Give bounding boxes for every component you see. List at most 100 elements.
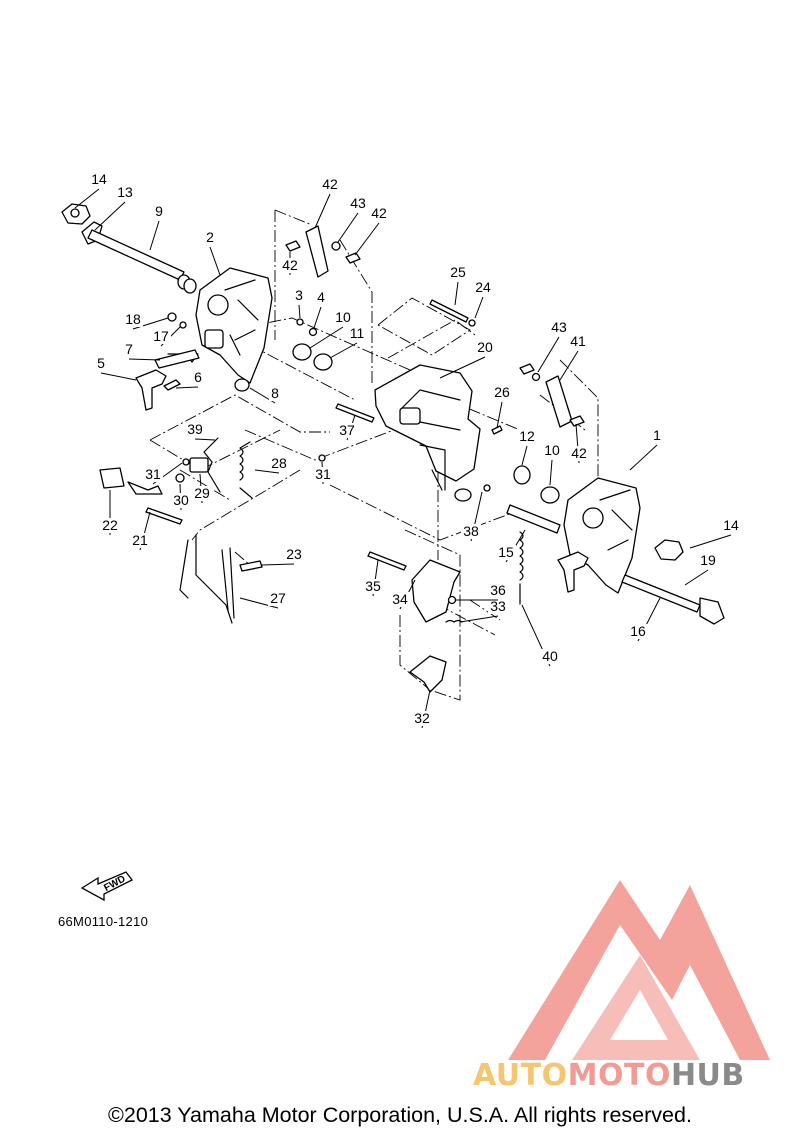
leader-line — [239, 597, 279, 609]
part-number-backing — [315, 290, 327, 305]
part-number-backing — [284, 547, 304, 562]
leader-line — [209, 246, 221, 276]
part-number-label: 2 — [206, 229, 214, 245]
watermark-brand-auto: AUTO — [473, 1058, 568, 1093]
part-number-backing — [542, 443, 562, 458]
part-number-label: 11 — [350, 325, 365, 341]
leader-line — [298, 304, 301, 319]
part-number-label: 29 — [194, 485, 210, 501]
part-number-backing — [628, 624, 648, 639]
leader-line — [454, 281, 459, 306]
leader-line — [496, 401, 503, 429]
leader-line — [559, 350, 579, 381]
part-number-backing — [569, 446, 589, 461]
part-number-backing — [337, 423, 357, 438]
leader-line — [329, 342, 358, 359]
part-number-backing — [540, 649, 560, 664]
part-number-backing — [461, 524, 481, 539]
part-number-backing — [488, 583, 508, 598]
leader-line — [337, 212, 359, 243]
part-number-label: 31 — [315, 466, 331, 482]
part-number-backing — [412, 711, 432, 726]
part-number-backing — [204, 230, 216, 245]
watermark-brand-moto: MOTO — [567, 1058, 671, 1093]
part-number-label: 25 — [450, 264, 466, 280]
leader-line — [94, 201, 126, 231]
part-number-backing — [123, 342, 135, 357]
part-number-backing — [320, 177, 340, 192]
part-number-backing — [115, 185, 135, 200]
part-number-label: 43 — [350, 195, 366, 211]
part-number-label: 42 — [282, 257, 298, 273]
leader-line — [439, 356, 486, 379]
part-number-backing — [269, 386, 281, 401]
leader-line — [175, 386, 199, 389]
part-number-backing — [151, 329, 171, 344]
leader-line — [100, 372, 137, 381]
part-number-backing — [568, 334, 588, 349]
leader-line — [261, 563, 295, 566]
fwd-label: FWD — [102, 874, 127, 894]
leader-line — [537, 336, 560, 373]
part-number-label: 37 — [339, 422, 355, 438]
part-number-backing — [95, 356, 107, 371]
part-number-label: 28 — [271, 455, 287, 471]
part-number-backing — [89, 172, 109, 187]
leader-line — [74, 188, 100, 209]
part-number-backing — [333, 310, 353, 325]
fwd-arrow-icon: FWD — [80, 871, 133, 902]
watermark-brand-hub: HUB — [670, 1058, 745, 1093]
part-number-label: 42 — [322, 176, 338, 192]
part-number-label: 34 — [392, 591, 408, 607]
part-number-label: 14 — [723, 517, 739, 533]
part-number-label: 5 — [97, 355, 105, 371]
part-number-backing — [496, 545, 516, 560]
part-number-backing — [143, 467, 163, 482]
part-number-label: 10 — [544, 442, 560, 458]
part-number-backing — [171, 493, 191, 508]
part-number-label: 23 — [286, 546, 302, 562]
part-number-backing — [698, 553, 718, 568]
part-number-label: 36 — [490, 582, 506, 598]
part-number-label: 8 — [271, 385, 279, 401]
part-number-backing — [280, 258, 300, 273]
part-number-label: 24 — [475, 279, 491, 295]
part-number-backing — [488, 599, 508, 614]
drawing-code: 66M0110-1210 — [58, 914, 149, 929]
part-number-backing — [475, 340, 495, 355]
part-number-label: 41 — [570, 333, 586, 349]
leader-line — [132, 317, 169, 330]
part-number-backing — [185, 422, 205, 437]
part-number-label: 33 — [490, 598, 506, 614]
watermark-brand: AUTOMOTOHUB — [473, 1058, 745, 1093]
part-number-backing — [492, 385, 512, 400]
part-number-backing — [313, 467, 333, 482]
leader-line — [521, 445, 528, 466]
leader-line — [194, 438, 216, 441]
part-number-backing — [269, 456, 289, 471]
part-number-label: 14 — [91, 171, 107, 187]
part-number-label: 9 — [155, 203, 163, 219]
part-number-backing — [192, 486, 212, 501]
part-number-backing — [473, 280, 493, 295]
leader-line — [313, 306, 322, 329]
watermark-logo — [508, 880, 770, 1060]
part-number-backing — [153, 204, 165, 219]
part-number-backing — [448, 265, 468, 280]
part-number-backing — [651, 428, 663, 443]
leader-line — [459, 615, 499, 623]
part-number-label: 16 — [630, 623, 646, 639]
part-number-backing — [721, 518, 741, 533]
part-number-label: 13 — [117, 184, 133, 200]
leader-line — [474, 296, 484, 319]
part-number-label: 30 — [173, 492, 189, 508]
leader-line — [128, 358, 161, 361]
part-number-label: 35 — [365, 578, 381, 594]
part-number-label: 17 — [153, 328, 169, 344]
reference-lines — [149, 209, 599, 701]
part-number-backing — [192, 370, 204, 385]
part-number-label: 27 — [270, 590, 286, 606]
part-number-label: 7 — [125, 341, 133, 357]
part-number-label: 15 — [498, 544, 514, 560]
